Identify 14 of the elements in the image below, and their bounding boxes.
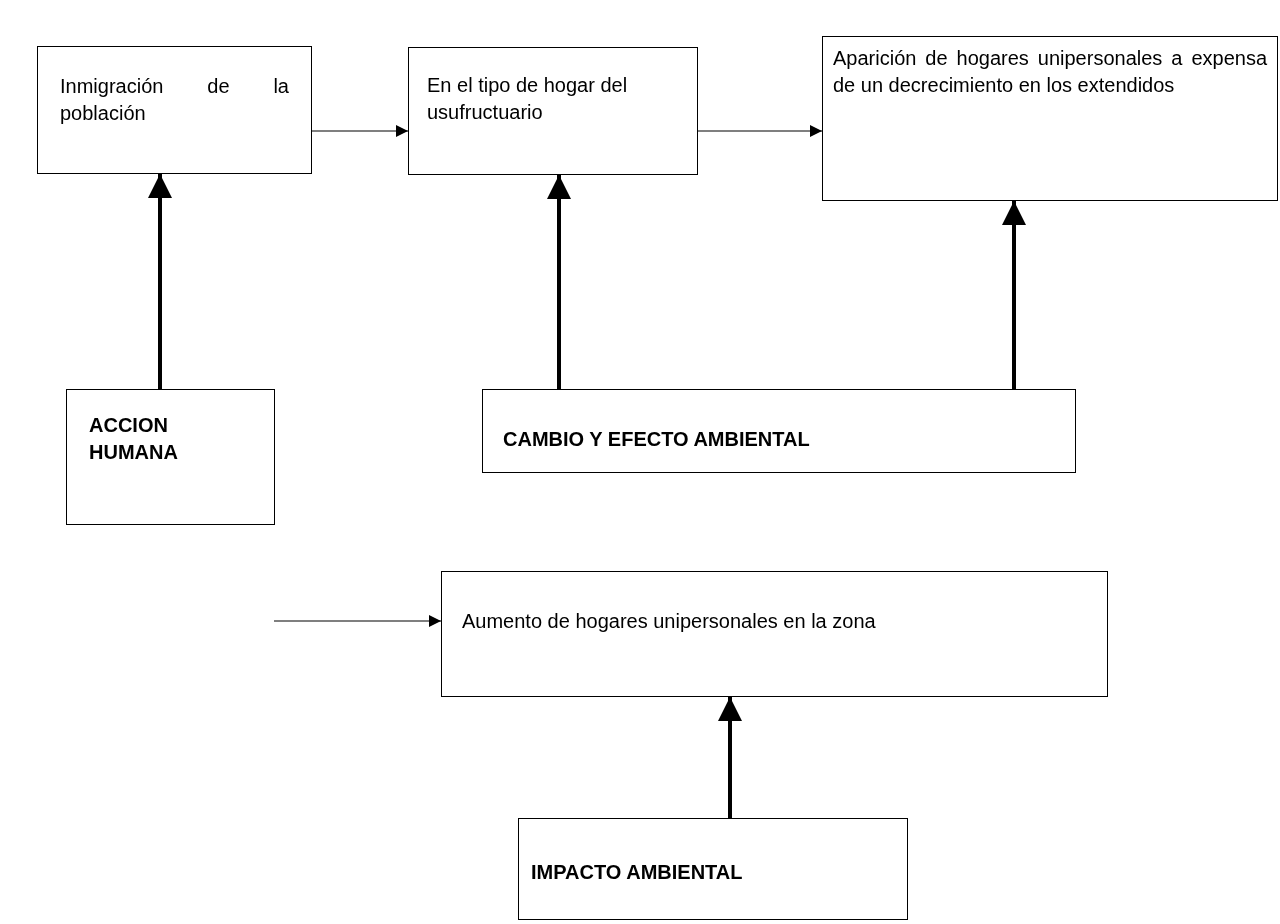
- arrow: [273, 615, 442, 627]
- process-box: ACCION HUMANA: [66, 389, 275, 525]
- arrow: [547, 175, 571, 389]
- process-box: CAMBIO Y EFECTO AMBIENTAL: [482, 389, 1076, 473]
- process-box: Aparición de hogares unipersonales a expensa de un decrecimiento en los extendidos: [822, 36, 1278, 201]
- arrow: [311, 125, 409, 137]
- arrow: [148, 174, 172, 389]
- arrow: [697, 125, 823, 137]
- process-box: Aumento de hogares unipersonales en la zona: [441, 571, 1108, 697]
- process-box: Inmigración de la población: [37, 46, 312, 174]
- arrow: [718, 697, 742, 818]
- process-box: En el tipo de hogar del usufructuario: [408, 47, 698, 175]
- process-box: IMPACTO AMBIENTAL: [518, 818, 908, 920]
- arrow: [1002, 201, 1026, 389]
